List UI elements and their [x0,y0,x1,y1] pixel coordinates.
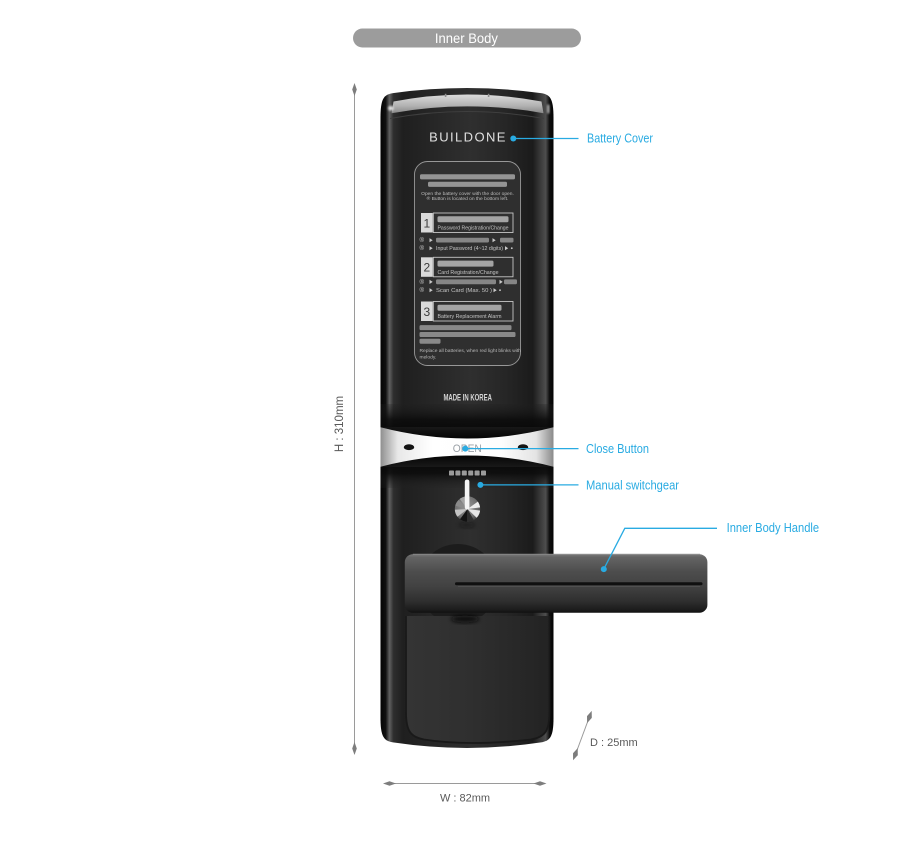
svg-text:Inner Body: Inner Body [435,30,498,46]
svg-text:®: ® [420,237,425,244]
svg-text:Password Registration/Change: Password Registration/Change [438,226,509,232]
svg-text:Manual switchgear: Manual switchgear [586,478,680,493]
svg-text:Scan Card (Max. 50 ): Scan Card (Max. 50 ) [436,288,492,294]
svg-text:3: 3 [424,305,431,319]
svg-text:2: 2 [424,261,431,275]
svg-text:W : 82mm: W : 82mm [440,793,490,805]
svg-text:H : 310mm: H : 310mm [334,396,346,452]
svg-text:Inner Body Handle: Inner Body Handle [727,520,820,535]
svg-text:melody.: melody. [420,355,437,361]
svg-text:Battery Cover: Battery Cover [587,130,654,145]
svg-text:BUILDONE: BUILDONE [429,130,507,145]
svg-text:Battery Replacement Alarm: Battery Replacement Alarm [438,314,502,320]
svg-text:1: 1 [424,216,431,230]
svg-text:Replace all batteries, when re: Replace all batteries, when red light bl… [420,348,522,354]
svg-text:®: ® [420,287,425,294]
svg-text:Card Registration/Change: Card Registration/Change [438,270,499,276]
svg-text:Close Button: Close Button [586,441,649,456]
svg-text:D : 25mm: D : 25mm [590,737,638,749]
svg-text:® Button is located on the bot: ® Button is located on the bottom left. [427,195,509,202]
svg-text:Open the battery cover with th: Open the battery cover with the door ope… [421,191,514,197]
svg-text:®: ® [420,245,425,252]
svg-text:Input Password (4~12 digits): Input Password (4~12 digits) [436,246,503,252]
svg-text:MADE IN KOREA: MADE IN KOREA [443,393,492,403]
svg-text:®: ® [420,279,425,286]
